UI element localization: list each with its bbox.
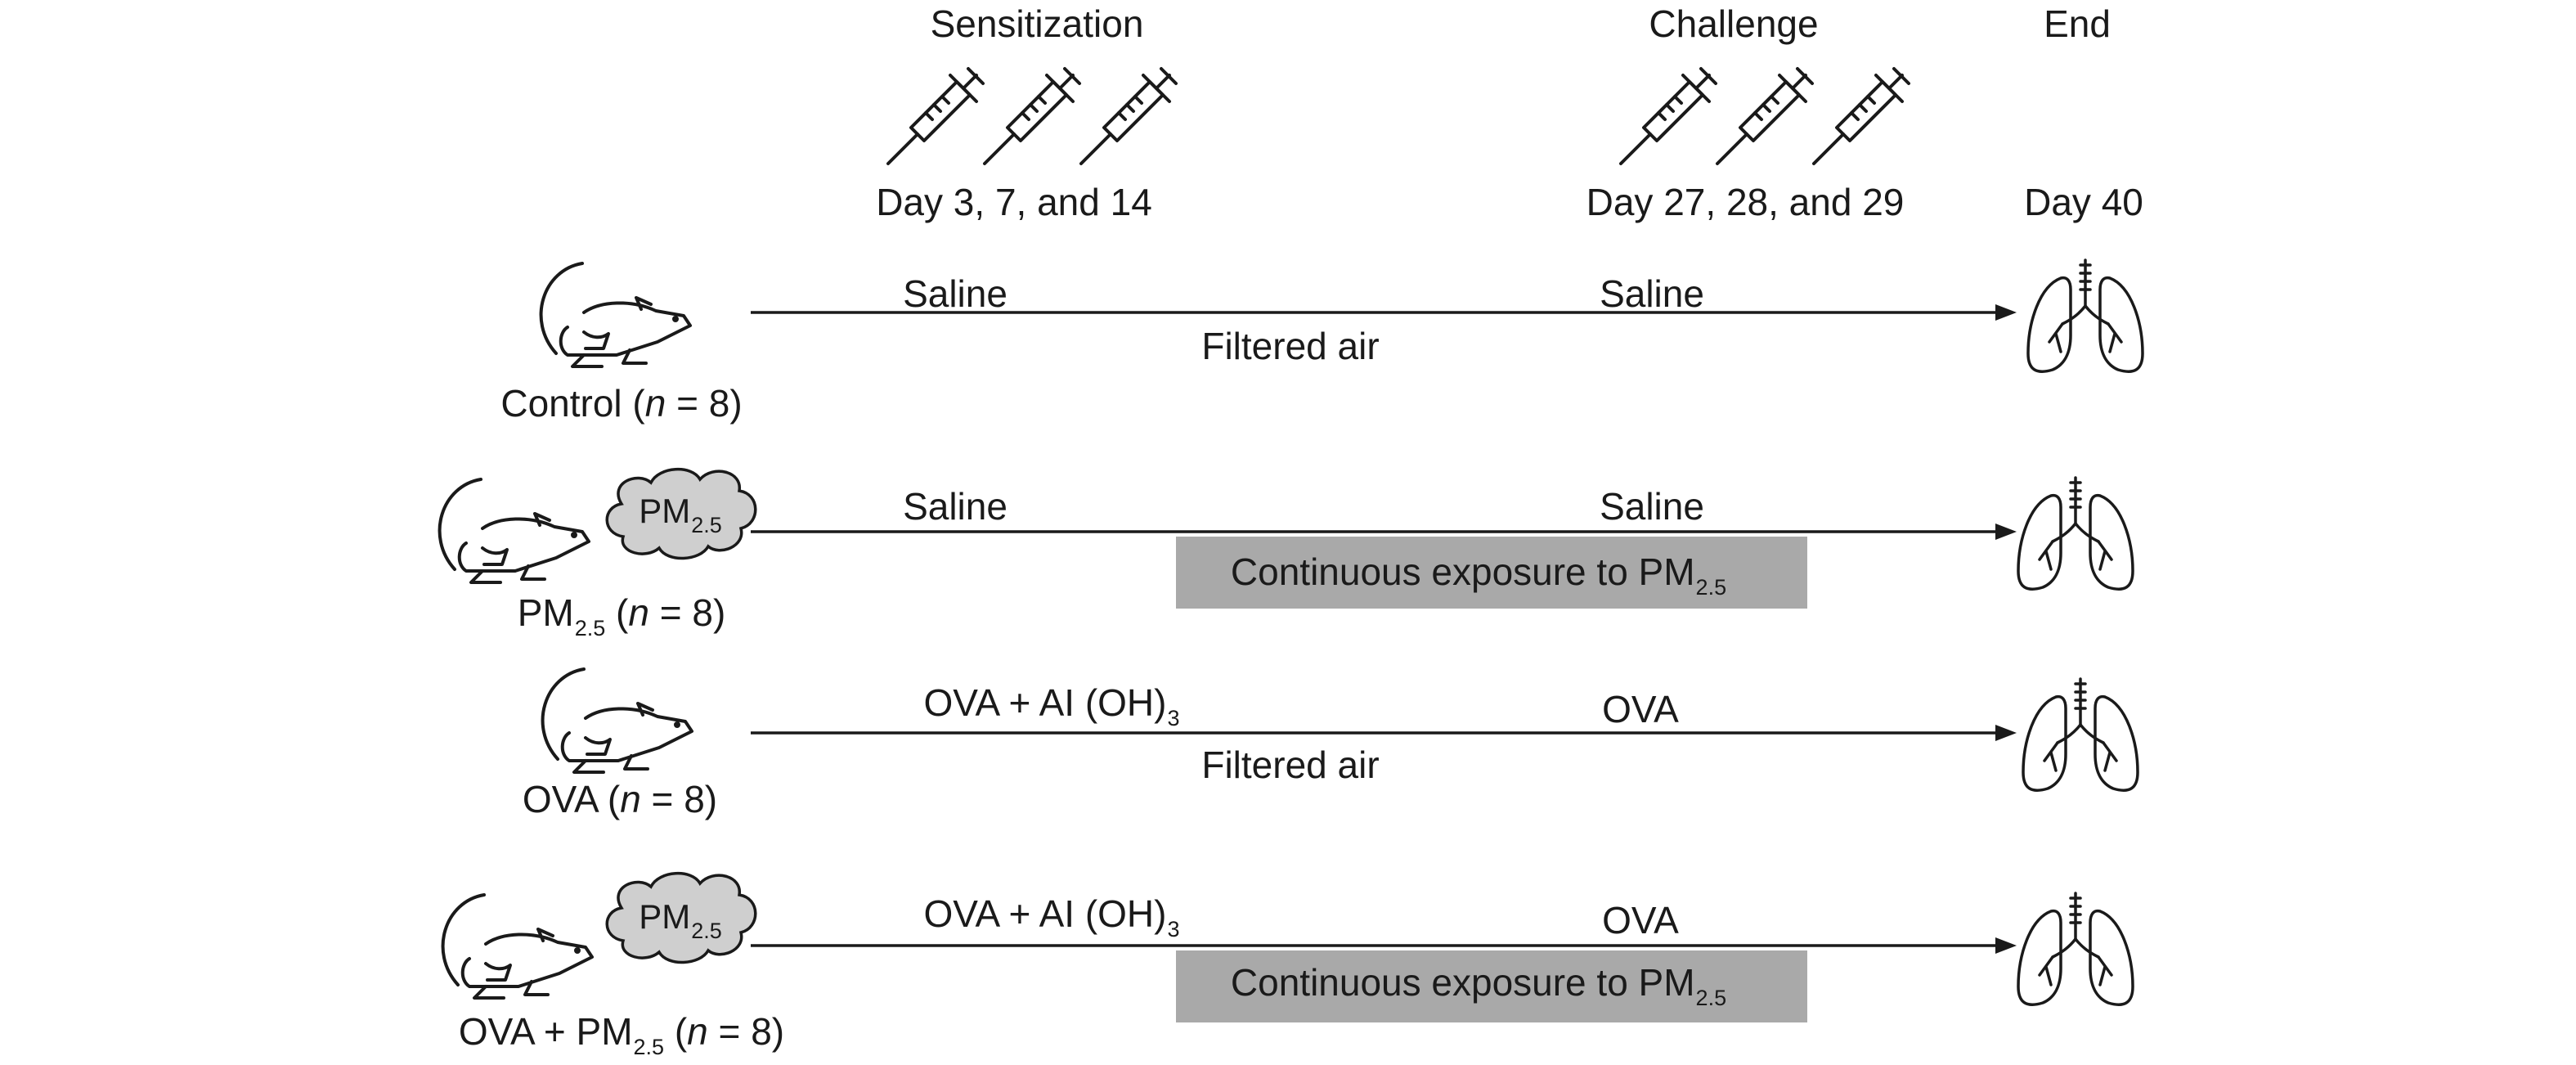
exposure-label: Filtered air — [1201, 325, 1380, 367]
sensitization-agent: Saline — [903, 485, 1008, 528]
exposure-label: Continuous exposure to PM2.5 — [1230, 961, 1727, 1010]
sensitization-agent: OVA + AI (OH)3 — [923, 892, 1180, 941]
phase-title-challenge: Challenge — [1649, 2, 1819, 45]
mouse-icon — [541, 667, 693, 774]
lungs-icon — [2022, 677, 2139, 792]
pm-cloud-icon — [605, 872, 757, 964]
pm-cloud-icon — [605, 468, 757, 560]
challenge-days: Day 27, 28, and 29 — [1586, 181, 1905, 223]
group-label: PM2.5 (n = 8) — [517, 591, 726, 640]
group-label: OVA (n = 8) — [522, 778, 718, 820]
sensitization-agent: Saline — [903, 272, 1008, 315]
mouse-icon — [539, 262, 692, 368]
phase-title-end: End — [2044, 2, 2111, 45]
mouse-icon — [441, 893, 594, 1000]
group-label: Control (n = 8) — [500, 382, 743, 425]
pm-cloud-label: PM2.5 — [639, 897, 722, 943]
exposure-label: Continuous exposure to PM2.5 — [1230, 550, 1727, 600]
challenge-agent: OVA — [1602, 899, 1679, 941]
sensitization-agent: OVA + AI (OH)3 — [923, 681, 1180, 730]
group-label: OVA + PM2.5 (n = 8) — [458, 1010, 785, 1059]
exposure-label: Filtered air — [1201, 744, 1380, 786]
challenge-agent: Saline — [1600, 485, 1704, 528]
challenge-agent: Saline — [1600, 272, 1704, 315]
end-day: Day 40 — [2024, 181, 2143, 223]
continuous-exposure-bar — [1176, 537, 1807, 609]
lungs-icon — [2026, 258, 2144, 373]
continuous-exposure-bar — [1176, 950, 1807, 1022]
pm-cloud-label: PM2.5 — [639, 492, 722, 537]
challenge-agent: OVA — [1602, 688, 1679, 730]
lungs-icon — [2017, 892, 2134, 1006]
sensitization-days: Day 3, 7, and 14 — [876, 181, 1152, 223]
lungs-icon — [2017, 476, 2134, 591]
phase-title-sensitization: Sensitization — [930, 2, 1144, 45]
mouse-icon — [438, 478, 590, 584]
